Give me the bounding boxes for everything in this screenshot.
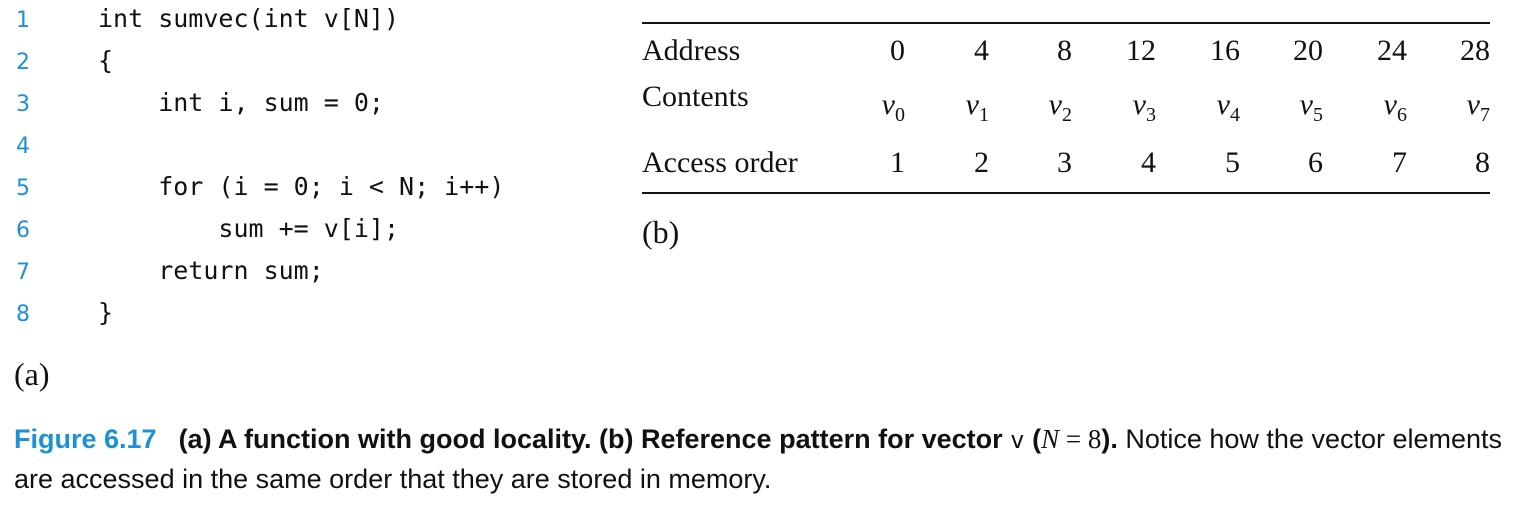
line-number: 3	[16, 92, 30, 117]
table-cell: 8	[1057, 34, 1072, 67]
table-cell: 7	[1392, 146, 1407, 179]
table-cell: v3	[1132, 88, 1156, 126]
table-cell: v4	[1216, 88, 1240, 126]
table-cell: 2	[974, 146, 989, 179]
table-cell: v1	[965, 88, 989, 126]
table-cell: 3	[1057, 146, 1072, 179]
table-bottom-rule	[642, 192, 1490, 194]
line-number: 1	[16, 8, 30, 33]
code-text: {	[98, 46, 114, 75]
line-number: 8	[16, 302, 30, 327]
table-cell: 20	[1293, 34, 1323, 67]
code-line: 6 sum += v[i];	[0, 210, 600, 252]
table-cell: 24	[1377, 34, 1407, 67]
line-number: 6	[16, 218, 30, 243]
line-number: 2	[16, 50, 30, 75]
code-line: 1 int sumvec(int v[N])	[0, 0, 600, 42]
table-cell: 12	[1126, 34, 1156, 67]
table-cell: v5	[1299, 88, 1323, 126]
row-label: Access order	[642, 146, 798, 179]
table-cell: 8	[1475, 146, 1490, 179]
line-number: 7	[16, 260, 30, 285]
code-line: 5 for (i = 0; i < N; i++)	[0, 168, 600, 210]
code-line: 2 {	[0, 42, 600, 84]
subfigure-label-b: (b)	[642, 214, 680, 250]
table-cell: v2	[1048, 88, 1072, 126]
table-cell: v7	[1466, 88, 1490, 126]
table-cell: 28	[1460, 34, 1490, 67]
code-text: sum += v[i];	[98, 214, 400, 243]
code-text: int sumvec(int v[N])	[98, 4, 400, 33]
table-cell: 5	[1225, 146, 1240, 179]
caption-title: (a) A function with good locality. (b) R…	[178, 424, 1118, 454]
figure-number: Figure 6.17	[14, 424, 157, 454]
code-line: 3 int i, sum = 0;	[0, 84, 600, 126]
subfigure-label-a: (a)	[14, 356, 50, 392]
line-number: 4	[16, 134, 30, 159]
code-text: return sum;	[98, 256, 324, 285]
code-text: for (i = 0; i < N; i++)	[98, 172, 505, 201]
table-row-contents: Contents v0 v1 v2 v3 v4 v5 v6 v7	[642, 80, 1490, 126]
table-row-address: Address 0 4 8 12 16 20 24 28	[642, 34, 1490, 74]
line-number: 5	[16, 176, 30, 201]
table-cell: 0	[890, 34, 905, 67]
table-cell: v6	[1383, 88, 1407, 126]
table-row-access-order: Access order 1 2 3 4 5 6 7 8	[642, 146, 1490, 186]
code-line: 7 return sum;	[0, 252, 600, 294]
table-cell: 4	[974, 34, 989, 67]
row-label: Contents	[642, 80, 749, 113]
table-top-rule	[642, 22, 1490, 24]
table-cell: 16	[1210, 34, 1240, 67]
table-cell: 6	[1308, 146, 1323, 179]
figure-caption: Figure 6.17 (a) A function with good loca…	[14, 420, 1519, 499]
code-line: 4	[0, 126, 600, 168]
code-text: }	[98, 298, 114, 327]
table-cell: 4	[1141, 146, 1156, 179]
table-cell: 1	[890, 146, 905, 179]
code-line: 8 }	[0, 294, 600, 336]
row-label: Address	[642, 34, 741, 67]
table-cell: v0	[881, 88, 905, 126]
code-text: int i, sum = 0;	[98, 88, 384, 117]
caption-body: Notice how the vector elements are acces…	[14, 424, 1503, 494]
